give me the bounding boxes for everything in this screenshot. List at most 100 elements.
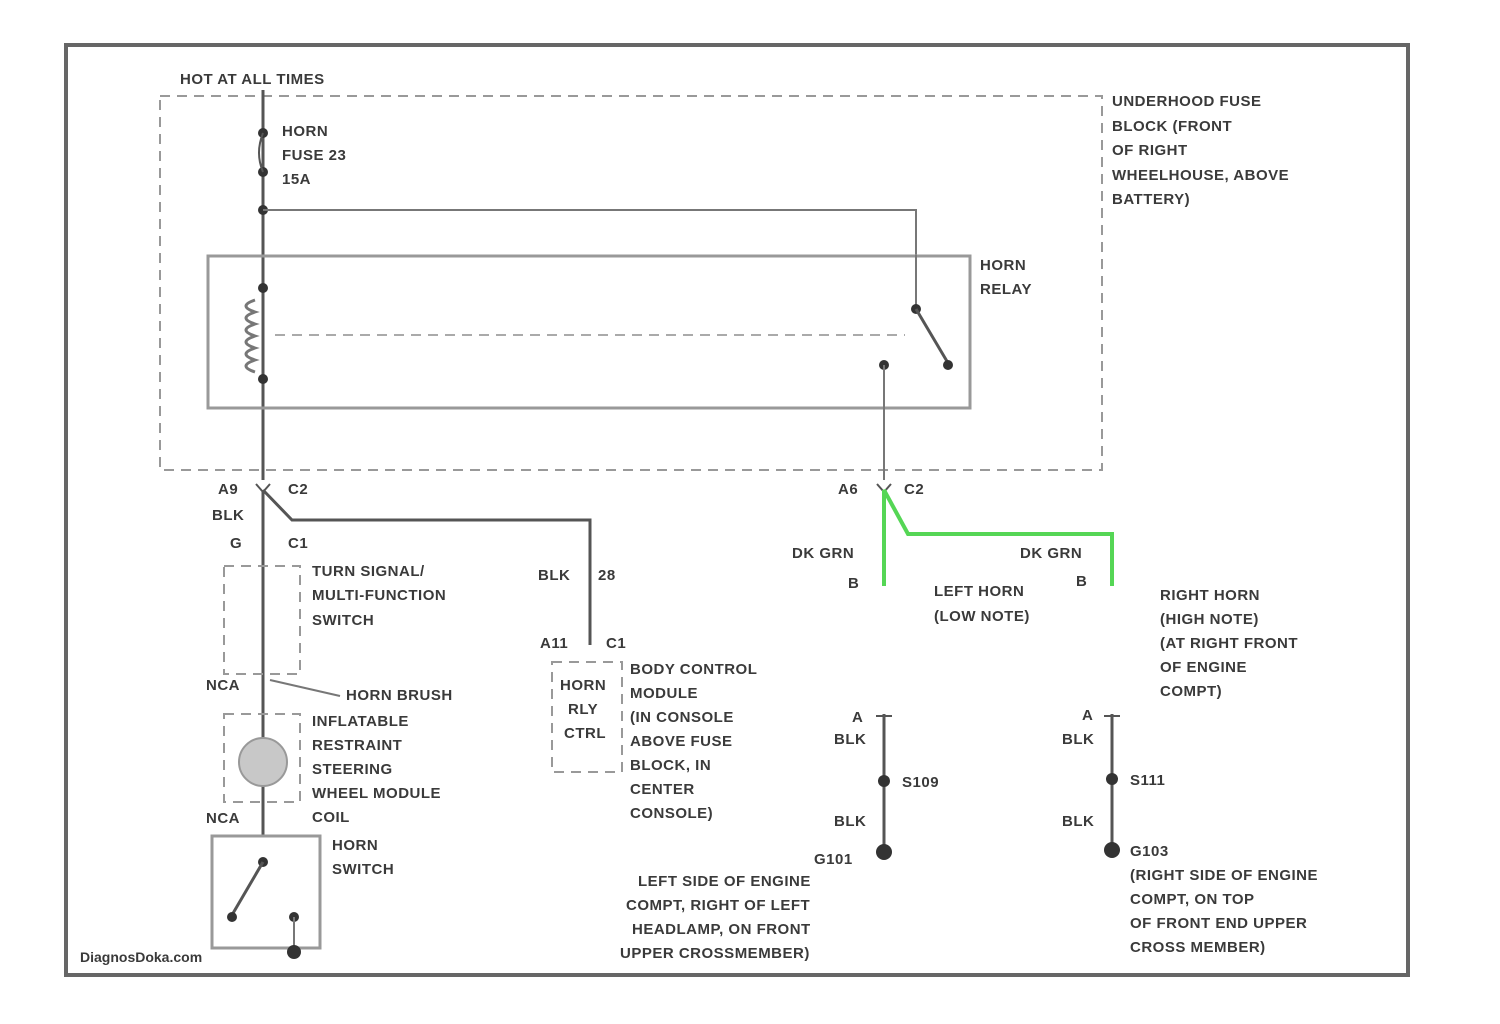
horn-fuse-label: HORN FUSE 23 15A	[282, 123, 346, 188]
horn-switch-contact-left	[227, 912, 237, 922]
left-horn-pin-b: B	[848, 575, 859, 592]
svg-text:COMPT, ON TOP: COMPT, ON TOP	[1130, 891, 1255, 908]
relay-coil-bottom-dot	[258, 374, 268, 384]
svg-text:WHEEL MODULE: WHEEL MODULE	[312, 785, 441, 802]
svg-text:INFLATABLE: INFLATABLE	[312, 713, 409, 730]
svg-text:COIL: COIL	[312, 809, 350, 826]
svg-text:RLY: RLY	[568, 701, 598, 718]
svg-text:UNDERHOOD FUSE: UNDERHOOD FUSE	[1112, 93, 1262, 110]
svg-text:WHEELHOUSE, ABOVE: WHEELHOUSE, ABOVE	[1112, 167, 1289, 184]
left-horn-pin-a: A	[852, 709, 863, 726]
svg-text:CENTER: CENTER	[630, 781, 695, 798]
horn-relay-box	[208, 256, 970, 408]
connector-a6-label: A6	[838, 481, 858, 498]
turn-signal-switch-label: TURN SIGNAL/ MULTI-FUNCTION SWITCH	[312, 563, 446, 629]
ground-g103-label: G103	[1130, 843, 1169, 860]
svg-text:RELAY: RELAY	[980, 281, 1032, 298]
svg-text:HEADLAMP, ON FRONT: HEADLAMP, ON FRONT	[632, 921, 811, 938]
ground-g103-icon	[1104, 842, 1120, 858]
relay-switch-arm-icon	[916, 309, 948, 363]
ground-g101-location: LEFT SIDE OF ENGINE COMPT, RIGHT OF LEFT…	[620, 873, 811, 962]
splice-s109-label: S109	[902, 774, 939, 791]
svg-text:MODULE: MODULE	[630, 685, 698, 702]
connector-c2-right-label: C2	[904, 481, 924, 498]
svg-text:ABOVE FUSE: ABOVE FUSE	[630, 733, 733, 750]
right-horn-pin-b: B	[1076, 573, 1087, 590]
svg-text:LEFT HORN: LEFT HORN	[934, 583, 1024, 600]
watermark: DiagnosDoka.com	[80, 949, 202, 965]
ground-g101-icon	[876, 844, 892, 860]
right-horn-pin-a: A	[1082, 707, 1093, 724]
inflatable-restraint-label: INFLATABLE RESTRAINT STEERING WHEEL MODU…	[312, 713, 441, 826]
svg-text:HORN: HORN	[560, 677, 606, 694]
wire-dk-grn-right: DK GRN	[1020, 545, 1082, 562]
ground-g103-location: (RIGHT SIDE OF ENGINE COMPT, ON TOP OF F…	[1130, 867, 1318, 956]
svg-text:(IN CONSOLE: (IN CONSOLE	[630, 709, 734, 726]
svg-text:(AT RIGHT FRONT: (AT RIGHT FRONT	[1160, 635, 1298, 652]
svg-text:TURN SIGNAL/: TURN SIGNAL/	[312, 563, 425, 580]
relay-contact-feed-wire	[263, 210, 916, 255]
svg-text:SWITCH: SWITCH	[312, 612, 374, 629]
svg-text:(RIGHT SIDE OF ENGINE: (RIGHT SIDE OF ENGINE	[1130, 867, 1318, 884]
horn-switch-box	[212, 836, 320, 948]
left-horn-blk-upper: BLK	[834, 731, 866, 748]
svg-text:COMPT): COMPT)	[1160, 683, 1222, 700]
svg-text:COMPT, RIGHT OF LEFT: COMPT, RIGHT OF LEFT	[626, 897, 810, 914]
left-horn-label: LEFT HORN (LOW NOTE)	[934, 583, 1030, 625]
svg-text:RIGHT HORN: RIGHT HORN	[1160, 587, 1260, 604]
svg-text:SWITCH: SWITCH	[332, 861, 394, 878]
hot-at-all-times-label: HOT AT ALL TIMES	[180, 71, 325, 88]
svg-text:UPPER CROSSMEMBER): UPPER CROSSMEMBER)	[620, 945, 810, 962]
connector-a9-label: A9	[218, 481, 238, 498]
ground-g101-label: G101	[814, 851, 853, 868]
horn-relay-label: HORN RELAY	[980, 257, 1032, 298]
svg-text:CTRL: CTRL	[564, 725, 606, 742]
pin-g-label: G	[230, 535, 242, 552]
svg-text:RESTRAINT: RESTRAINT	[312, 737, 402, 754]
connector-c2-left-label: C2	[288, 481, 308, 498]
svg-text:STEERING: STEERING	[312, 761, 393, 778]
bcm-pin-c1: C1	[606, 635, 626, 652]
horn-feed-wire-highlight	[884, 490, 1112, 586]
svg-text:LEFT SIDE OF ENGINE: LEFT SIDE OF ENGINE	[638, 873, 811, 890]
svg-text:HORN: HORN	[332, 837, 378, 854]
left-horn-blk-lower: BLK	[834, 813, 866, 830]
svg-text:HORN: HORN	[980, 257, 1026, 274]
svg-text:OF ENGINE: OF ENGINE	[1160, 659, 1247, 676]
svg-text:BATTERY): BATTERY)	[1112, 191, 1190, 208]
svg-text:15A: 15A	[282, 171, 311, 188]
splice-s111-dot	[1106, 773, 1118, 785]
svg-text:CROSS MEMBER): CROSS MEMBER)	[1130, 939, 1266, 956]
relay-coil-top-dot	[258, 283, 268, 293]
relay-coil-icon	[246, 300, 255, 372]
relay-switch-end	[943, 360, 953, 370]
clock-spring-coil-icon	[239, 738, 287, 786]
splice-s109-dot	[878, 775, 890, 787]
svg-text:FUSE 23: FUSE 23	[282, 147, 346, 164]
horn-switch-label: HORN SWITCH	[332, 837, 394, 878]
svg-text:MULTI-FUNCTION: MULTI-FUNCTION	[312, 587, 446, 604]
bcm-label: BODY CONTROL MODULE (IN CONSOLE ABOVE FU…	[630, 661, 757, 822]
fuse-block-label: UNDERHOOD FUSE BLOCK (FRONT OF RIGHT WHE…	[1112, 93, 1289, 208]
wire-blk-label: BLK	[212, 507, 244, 524]
wire-dk-grn-left: DK GRN	[792, 545, 854, 562]
svg-text:BLOCK (FRONT: BLOCK (FRONT	[1112, 118, 1232, 135]
svg-text:CONSOLE): CONSOLE)	[630, 805, 713, 822]
right-horn-blk-lower: BLK	[1062, 813, 1094, 830]
wire-blk-28-color: BLK	[538, 567, 570, 584]
connector-c1-turn-label: C1	[288, 535, 308, 552]
horn-switch-ground-icon	[287, 945, 301, 959]
svg-text:(HIGH NOTE): (HIGH NOTE)	[1160, 611, 1259, 628]
svg-text:HORN: HORN	[282, 123, 328, 140]
right-horn-blk-upper: BLK	[1062, 731, 1094, 748]
svg-text:BLOCK, IN: BLOCK, IN	[630, 757, 711, 774]
bcm-pin-a11: A11	[540, 635, 568, 652]
wire-blk-28-circuit: 28	[598, 567, 616, 584]
svg-text:OF RIGHT: OF RIGHT	[1112, 142, 1188, 159]
svg-text:OF FRONT END UPPER: OF FRONT END UPPER	[1130, 915, 1307, 932]
splice-s111-label: S111	[1130, 772, 1165, 789]
svg-text:(LOW NOTE): (LOW NOTE)	[934, 608, 1030, 625]
nca-label-bottom: NCA	[206, 810, 240, 827]
svg-text:BODY CONTROL: BODY CONTROL	[630, 661, 757, 678]
